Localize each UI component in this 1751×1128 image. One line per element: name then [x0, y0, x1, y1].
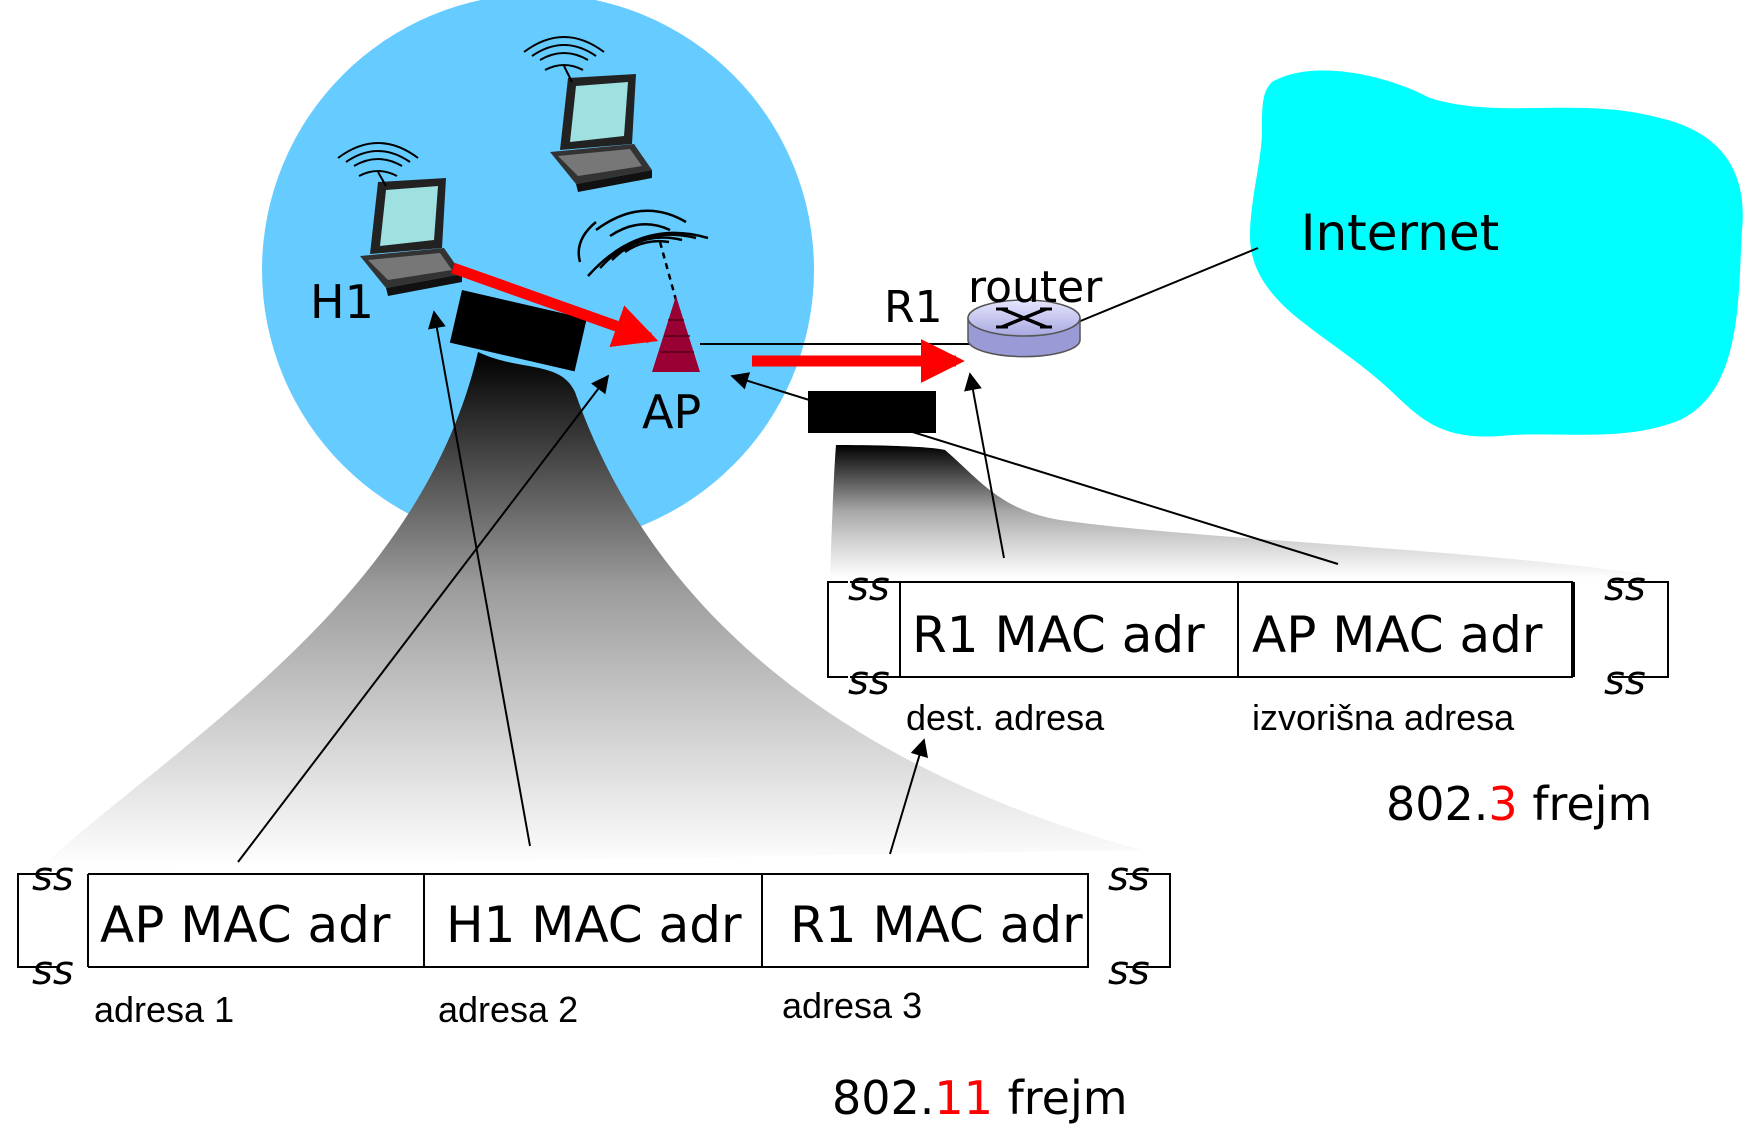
frame-8023-field-dest: R1 MAC adr: [912, 606, 1205, 664]
pointer-adresa2-to-h1: [428, 310, 531, 847]
break-mark-left-top: ss: [848, 564, 890, 610]
frame-80211-field-2: H1 MAC adr: [446, 896, 742, 954]
laptop-icon: [550, 74, 652, 192]
frame-80211-title: 802.11 frejm: [832, 1071, 1128, 1125]
frame-80211-label-3: adresa 3: [782, 985, 922, 1026]
frame-80211-in-flight: [449, 290, 587, 372]
internet-label: Internet: [1301, 204, 1500, 262]
break-mark-left-top: ss: [32, 854, 74, 900]
break-mark-right-top: ss: [1108, 854, 1150, 900]
frame-80211: ss ss ss ss AP MAC adr H1 MAC adr R1 MAC…: [17, 854, 1171, 1125]
bss-coverage-circle: [262, 0, 814, 546]
frame-80211-label-1: adresa 1: [94, 989, 234, 1030]
frame-80211-label-2: adresa 2: [438, 989, 578, 1030]
break-mark-right-top: ss: [1604, 564, 1646, 610]
frame-8023-in-flight: [808, 391, 936, 433]
antenna-stripes: [660, 319, 694, 353]
frame-80211-field-1: AP MAC adr: [100, 896, 391, 954]
pointer-adresa1-to-ap: [237, 374, 610, 863]
frame-8023: ss ss ss ss R1 MAC adr AP MAC adr dest. …: [827, 564, 1669, 831]
h1-label: H1: [310, 275, 374, 329]
wireless-waves-icon: [523, 36, 605, 83]
laptop-icon: [360, 178, 462, 296]
frame-8023-extraction-cone: [830, 445, 1668, 578]
frame-80211-field-3: R1 MAC adr: [790, 896, 1083, 954]
frame-8023-label-dest: dest. adresa: [906, 697, 1105, 738]
wireless-waves-icon: [577, 209, 709, 301]
h1-to-ap-transmit-arrow: [451, 262, 659, 347]
break-mark-right-bottom: ss: [1604, 658, 1646, 704]
ap-label: AP: [642, 385, 701, 439]
break-mark-left-bottom: ss: [32, 948, 74, 994]
pointer-source-to-ap: [730, 372, 1339, 565]
frame-80211-title-number: 11: [934, 1071, 993, 1125]
pointer-adresa3-to-dest: [889, 738, 928, 855]
frame-8023-field-source: AP MAC adr: [1252, 606, 1543, 664]
frame-8023-outline: [850, 581, 1573, 678]
break-mark-right-bottom: ss: [1108, 948, 1150, 994]
router-internet-link: [1077, 247, 1259, 323]
internet-cloud-icon: [1250, 70, 1743, 437]
access-point-antenna-icon: [652, 296, 700, 372]
frame-8023-label-source: izvorišna adresa: [1252, 697, 1515, 738]
frame-80211-extraction-cone: [40, 352, 1142, 868]
frame-8023-title-number: 3: [1488, 777, 1517, 831]
router-label: router: [968, 262, 1103, 313]
frame-8023-title: 802.3 frejm: [1386, 777, 1652, 831]
pointer-dest-to-router: [964, 372, 1005, 559]
r1-label: R1: [884, 282, 943, 333]
break-mark-left-bottom: ss: [848, 658, 890, 704]
wireless-waves-icon: [337, 142, 419, 187]
router-icon: [967, 299, 1081, 358]
